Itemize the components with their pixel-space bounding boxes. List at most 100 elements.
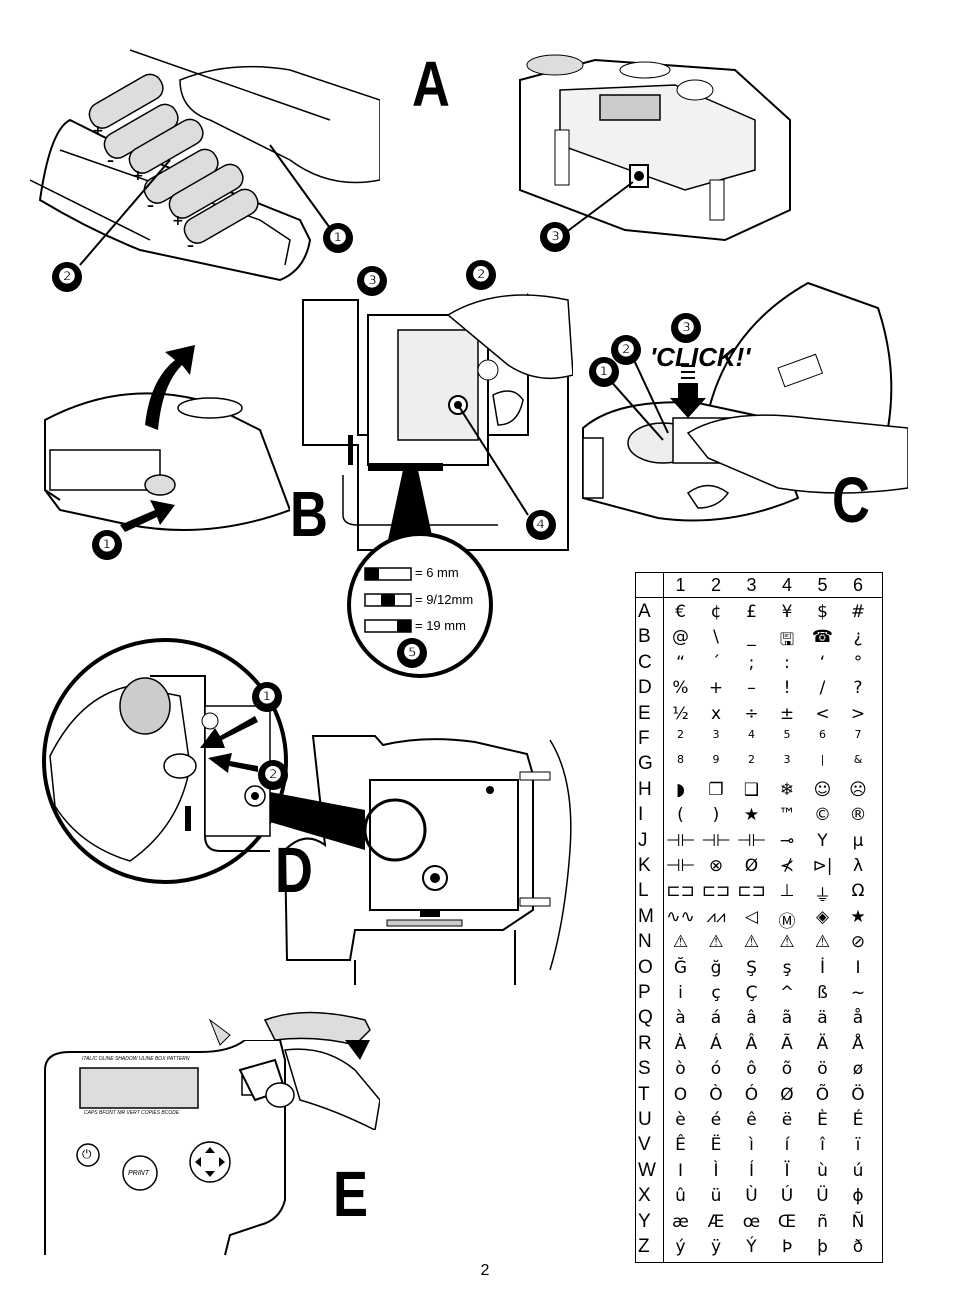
table-cell: ô	[746, 1059, 757, 1080]
table-cell: Ò	[709, 1084, 723, 1105]
callout-3-b: ❸	[357, 266, 387, 296]
table-cell: 3	[712, 728, 720, 741]
table-cell: Ñ	[851, 1211, 865, 1232]
adapter-port-illustration	[519, 54, 791, 242]
table-cell: á	[710, 1008, 722, 1029]
table-cell: ⚠	[672, 932, 689, 953]
table-cell: Ó	[744, 1084, 759, 1105]
row-header: S	[638, 1058, 651, 1080]
table-cell: Á	[710, 1033, 722, 1054]
table-cell: ⊏⊐	[701, 881, 731, 902]
power-icon[interactable]: ⏻	[82, 1147, 92, 1161]
table-cell: ?	[853, 678, 863, 699]
table-cell: ❑	[743, 779, 760, 800]
table-cell: !	[783, 678, 791, 699]
table-cell: ◈	[815, 906, 830, 927]
table-cell: %	[672, 678, 689, 699]
table-cell: ⚠	[743, 932, 760, 953]
table-cell: â	[746, 1008, 757, 1029]
table-cell: Ü	[816, 1186, 829, 1207]
table-cell: ☎	[811, 627, 834, 648]
table-cell: 7	[854, 728, 862, 741]
table-cell: ç	[711, 983, 721, 1003]
table-cell: ğ	[710, 957, 722, 978]
table-cell: /	[819, 678, 826, 699]
open-cover-illustration	[44, 345, 290, 532]
table-cell: ™	[778, 805, 796, 826]
table-cell: Ù	[745, 1186, 758, 1207]
section-label-c: C	[832, 464, 870, 536]
table-cell: ^	[779, 983, 795, 1003]
table-cell: Ý	[746, 1237, 757, 1257]
table-cell: ⊣⊢	[665, 856, 696, 876]
table-cell: ©	[814, 805, 831, 826]
table-cell: @	[672, 627, 689, 648]
table-cell: 2	[748, 753, 755, 767]
column-header: 1	[675, 575, 686, 595]
table-cell: £	[746, 602, 757, 622]
page-number: 2	[480, 1262, 490, 1279]
row-header: K	[638, 855, 651, 876]
table-cell: ⩘⩘	[706, 906, 726, 927]
table-cell: ş	[782, 957, 792, 978]
table-cell: Ã	[781, 1033, 793, 1054]
table-cell: Ø	[744, 856, 759, 876]
row-header: N	[638, 931, 652, 953]
table-cell: À	[674, 1033, 687, 1054]
callout-4-b: ❹	[526, 510, 556, 540]
row-header: I	[638, 804, 644, 826]
callout-5-b: ❺	[397, 638, 427, 668]
table-cell: ê	[746, 1110, 757, 1130]
table-cell: ★	[850, 906, 866, 927]
row-header: E	[638, 702, 651, 724]
table-cell: ó	[710, 1059, 722, 1080]
table-cell: ÷	[744, 703, 759, 724]
table-cell: ⊏⊐	[737, 881, 766, 902]
table-cell: &	[853, 753, 863, 767]
row-header: M	[638, 905, 654, 927]
keyboard-function-labels: ITALIC OLINE SHADOW ULINE BOX PATTERN	[82, 1056, 190, 1062]
row-header: D	[638, 677, 652, 699]
table-cell: λ	[852, 856, 864, 876]
table-cell: ã	[781, 1008, 793, 1029]
table-cell: “	[676, 652, 685, 673]
table-cell: 2	[677, 728, 684, 741]
table-cell: |	[820, 753, 825, 767]
section-label-e: E	[333, 1158, 369, 1230]
table-cell: 3	[783, 753, 791, 767]
keyboard-display-labels: CAPS BFONT MR VERT COPIES BCODE	[84, 1110, 180, 1116]
click-label: 'CLICK!'	[650, 342, 751, 372]
table-cell: þ	[817, 1237, 828, 1257]
row-header: X	[638, 1185, 651, 1207]
table-cell: ð	[852, 1237, 864, 1257]
table-cell: 🖫	[779, 630, 795, 651]
cassette-release-illustration	[208, 1011, 380, 1130]
row-header: T	[638, 1083, 650, 1105]
table-cell: 9	[712, 753, 720, 767]
table-cell: (	[677, 805, 684, 826]
table-cell: é	[710, 1110, 722, 1130]
table-cell: û	[675, 1186, 686, 1207]
table-cell: Ê	[675, 1135, 686, 1156]
table-cell: ñ	[817, 1211, 828, 1232]
table-cell: å	[852, 1008, 864, 1029]
svg-text:+: +	[92, 123, 104, 139]
table-cell: ☹	[849, 779, 867, 800]
table-cell: °	[853, 652, 863, 673]
tape-width-19mm: = 19 mm	[415, 618, 466, 633]
table-cell: ë	[781, 1110, 793, 1130]
print-key[interactable]: PRINT	[128, 1170, 149, 1177]
table-cell: 5	[783, 728, 791, 741]
table-cell: æ	[672, 1211, 689, 1232]
table-cell: Ø	[780, 1084, 794, 1105]
table-cell: ⚠	[814, 932, 831, 953]
row-header: C	[638, 651, 652, 673]
table-cell: ø	[852, 1059, 864, 1080]
section-label-d: D	[275, 834, 313, 906]
row-header: L	[638, 880, 649, 902]
row-header: U	[638, 1109, 652, 1130]
table-cell: ⊳|	[812, 856, 833, 876]
row-header: P	[638, 982, 651, 1003]
table-cell: ¢	[710, 602, 722, 622]
table-cell: ☺	[813, 779, 832, 800]
